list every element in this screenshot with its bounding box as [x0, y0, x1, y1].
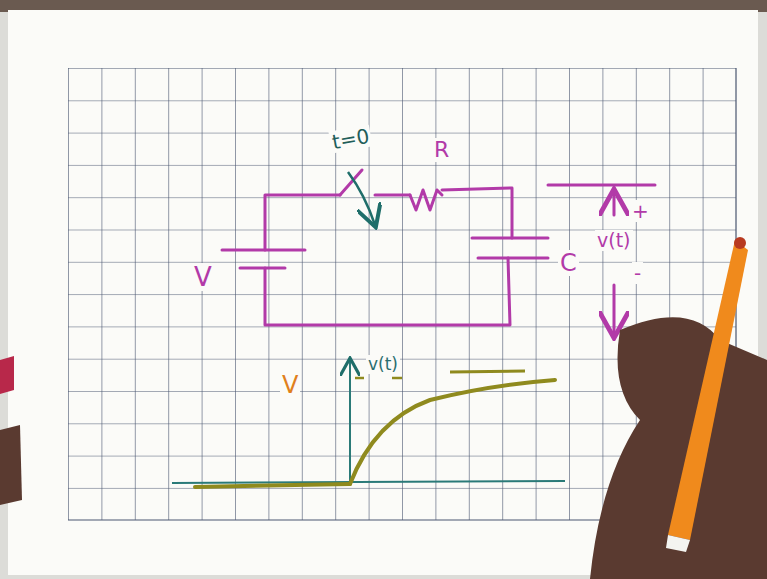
capacitor-plate: [472, 237, 548, 240]
switch-arrow: [348, 172, 375, 225]
circuit-wires: [222, 170, 655, 335]
source-label: V: [192, 263, 214, 291]
polarity-sign: -: [632, 262, 643, 284]
battery-plate: [240, 267, 285, 270]
axis-value-label: V: [280, 372, 300, 398]
left-hand-edge: [0, 356, 14, 394]
polarity-sign: +: [630, 200, 651, 222]
voltage-label: v(t): [595, 230, 633, 251]
switch-blade: [340, 170, 362, 195]
reference-line: [548, 184, 655, 187]
voltage-arrow: [613, 192, 616, 215]
capacitor-label: C: [558, 250, 579, 276]
battery-plate: [222, 249, 305, 252]
capacitor-plate: [478, 257, 548, 260]
left-hand-edge: [0, 425, 22, 505]
response-graph: [172, 360, 565, 487]
resistor-symbol: [410, 190, 442, 210]
hand-with-marker: [590, 237, 767, 579]
resistor-label: R: [432, 138, 451, 162]
axis-label: v(t): [366, 355, 400, 374]
voltage-arrow: [613, 285, 616, 335]
